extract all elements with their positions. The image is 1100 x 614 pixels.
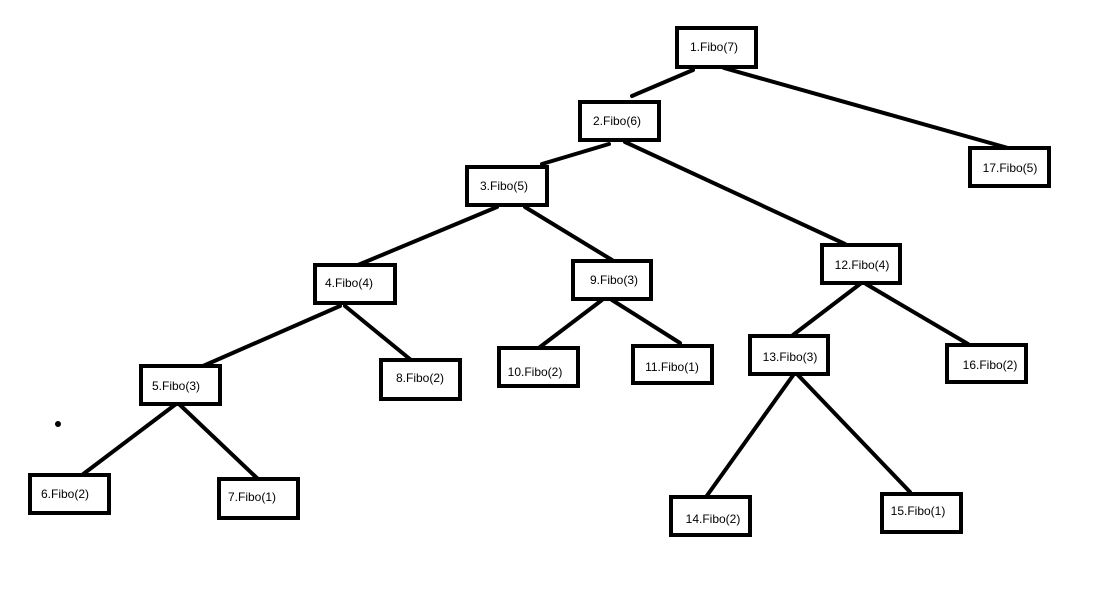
node-5-box (139, 364, 222, 406)
node-8: 8.Fibo(2) (379, 358, 462, 401)
node-8-box (379, 358, 462, 401)
node-3-box (465, 165, 549, 207)
edge-9-11 (610, 298, 682, 345)
node-14-box (669, 495, 752, 537)
node-7: 7.Fibo(1) (217, 477, 300, 520)
stray-dot (55, 421, 61, 427)
edge-2-12 (623, 140, 847, 246)
node-6: 6.Fibo(2) (28, 473, 111, 515)
node-13-label: 13.Fibo(3) (763, 350, 818, 364)
node-9-label: 9.Fibo(3) (590, 273, 638, 287)
node-15: 15.Fibo(1) (880, 492, 963, 534)
node-10-label: 10.Fibo(2) (508, 365, 563, 379)
node-9: 9.Fibo(3) (571, 259, 653, 301)
edge-13-15 (795, 372, 912, 494)
edge-12-16 (864, 282, 970, 346)
node-4-box (313, 263, 397, 305)
edge-5-7 (177, 402, 261, 482)
node-3-label: 3.Fibo(5) (480, 179, 528, 193)
node-1-box (675, 26, 758, 69)
node-8-label: 8.Fibo(2) (396, 371, 444, 385)
node-15-box (880, 492, 963, 534)
node-10-box (497, 346, 580, 388)
edge-9-10 (538, 298, 604, 349)
node-16: 16.Fibo(2) (945, 343, 1028, 384)
node-5: 5.Fibo(3) (139, 364, 222, 406)
node-14-label: 14.Fibo(2) (686, 512, 741, 526)
node-2: 2.Fibo(6) (578, 100, 661, 142)
node-11: 11.Fibo(1) (631, 344, 714, 385)
node-6-label: 6.Fibo(2) (41, 487, 89, 501)
edge-13-14 (704, 372, 796, 499)
edge-4-8 (343, 304, 413, 362)
node-5-label: 5.Fibo(3) (152, 379, 200, 393)
node-17-box (968, 146, 1051, 188)
node-10: 10.Fibo(2) (497, 346, 580, 388)
node-12: 12.Fibo(4) (820, 243, 902, 285)
node-14: 14.Fibo(2) (669, 495, 752, 537)
node-16-label: 16.Fibo(2) (963, 358, 1018, 372)
node-12-box (820, 243, 902, 285)
edge-1-17 (722, 66, 1010, 150)
node-1-label: 1.Fibo(7) (690, 40, 738, 54)
node-6-box (28, 473, 111, 515)
edges (80, 66, 1010, 499)
node-2-label: 2.Fibo(6) (593, 114, 641, 128)
edge-3-9 (523, 205, 614, 262)
node-16-box (945, 343, 1028, 384)
edge-1-2 (630, 68, 695, 98)
node-2-box (578, 100, 661, 142)
node-11-box (631, 344, 714, 385)
edge-2-3 (540, 142, 611, 166)
node-12-label: 12.Fibo(4) (835, 258, 890, 272)
node-4-label: 4.Fibo(4) (325, 276, 373, 290)
node-1: 1.Fibo(7) (675, 26, 758, 69)
node-17: 17.Fibo(5) (968, 146, 1051, 188)
node-3: 3.Fibo(5) (465, 165, 549, 207)
node-13: 13.Fibo(3) (748, 334, 830, 376)
edge-5-6 (80, 402, 178, 477)
node-15-label: 15.Fibo(1) (891, 504, 946, 518)
node-4: 4.Fibo(4) (313, 263, 397, 305)
node-11-label: 11.Fibo(1) (645, 360, 699, 374)
node-13-box (748, 334, 830, 376)
node-7-label: 7.Fibo(1) (228, 490, 276, 504)
node-17-label: 17.Fibo(5) (983, 161, 1038, 175)
node-9-box (571, 259, 653, 301)
nodes: 1.Fibo(7) 2.Fibo(6) 3.Fibo(5) 4.Fibo(4) … (28, 26, 1051, 537)
edge-4-5 (201, 304, 342, 368)
edge-12-13 (791, 282, 862, 337)
node-7-box (217, 477, 300, 520)
edge-3-4 (356, 205, 499, 267)
